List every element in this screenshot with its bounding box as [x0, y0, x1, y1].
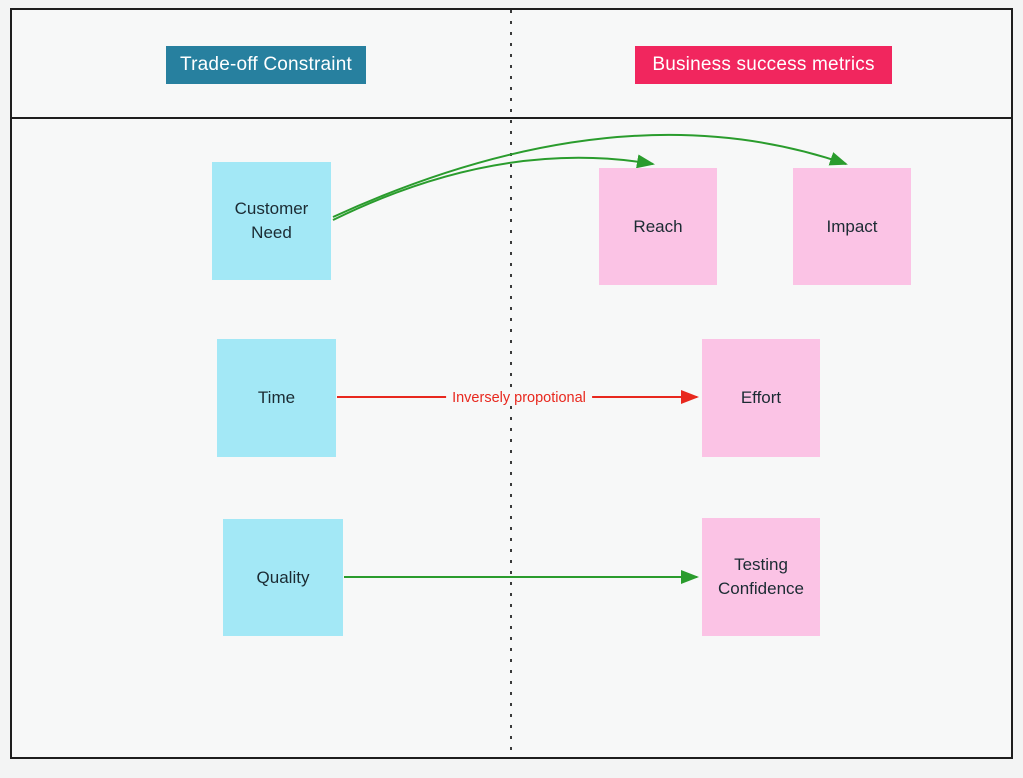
vertical-dotted-divider: [510, 10, 512, 757]
node-effort: Effort: [702, 339, 820, 457]
diagram-canvas: Trade-off Constraint Business success me…: [10, 8, 1013, 759]
edge-label-inversely-proportional: Inversely propotional: [446, 390, 592, 406]
node-impact: Impact: [793, 168, 911, 285]
arrow-customer-need-to-impact: [332, 133, 848, 218]
node-testing-confidence: Testing Confidence: [702, 518, 820, 636]
node-customer-need: Customer Need: [212, 162, 331, 280]
header-separator-line: [12, 117, 1011, 119]
node-reach: Reach: [599, 168, 717, 285]
node-quality: Quality: [223, 519, 343, 636]
column-header-tradeoff-constraint: Trade-off Constraint: [166, 46, 366, 84]
node-time: Time: [217, 339, 336, 457]
column-header-business-success-metrics: Business success metrics: [635, 46, 892, 84]
